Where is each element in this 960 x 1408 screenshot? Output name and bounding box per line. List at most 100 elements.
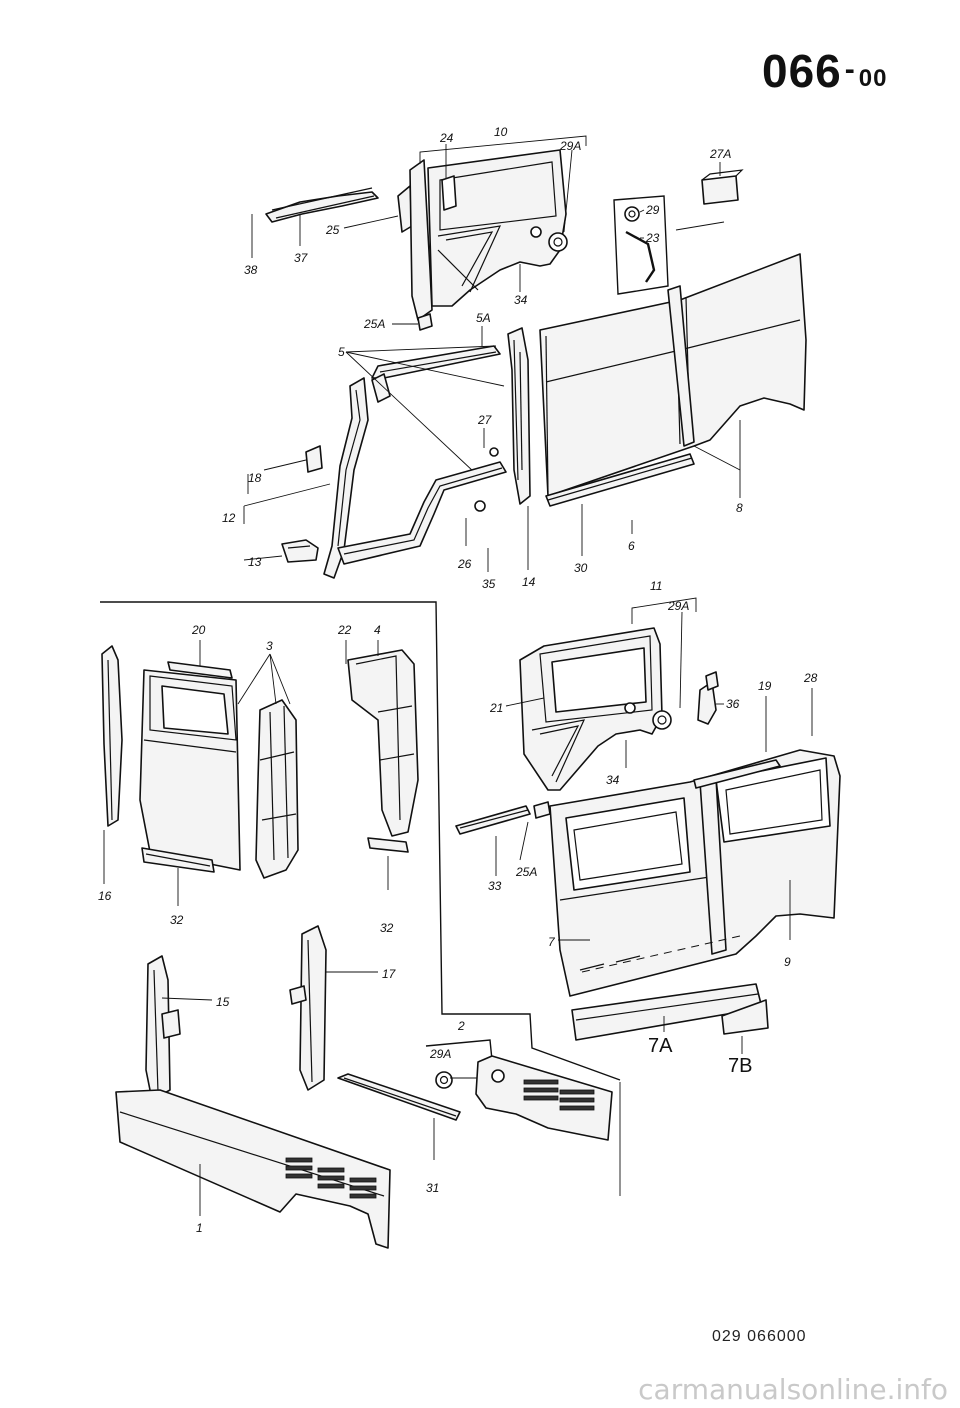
title-dash: - xyxy=(844,53,856,86)
part-frame-5 xyxy=(371,345,501,403)
callout-26: 26 xyxy=(457,557,472,571)
callout-32-left: 32 xyxy=(170,913,184,927)
callout-29: 29 xyxy=(645,203,660,217)
callout-17: 17 xyxy=(382,967,397,981)
part-nut-29A-mid xyxy=(652,710,672,730)
part-pillar-17 xyxy=(289,925,327,1091)
leader-29A-mid xyxy=(679,611,683,709)
callout-38: 38 xyxy=(244,263,258,277)
part-sill-26 xyxy=(337,461,507,565)
callout-27: 27 xyxy=(477,413,493,427)
callout-28: 28 xyxy=(803,671,818,685)
leader-29A-top xyxy=(563,149,573,233)
callout-25: 25 xyxy=(325,223,340,237)
callout-4: 4 xyxy=(374,623,381,637)
bracket-box-2 xyxy=(425,1039,493,1061)
callout-7: 7 xyxy=(548,935,556,949)
callout-7A: 7A xyxy=(648,1035,673,1057)
part-bracket-13 xyxy=(281,539,319,563)
part-side-panel-7 xyxy=(549,749,841,997)
callout-33: 33 xyxy=(488,879,502,893)
part-nut-29A-bottom xyxy=(435,1071,453,1089)
callout-1: 1 xyxy=(196,1221,203,1235)
part-door-20 xyxy=(139,661,241,871)
part-roof-rail-38 xyxy=(265,187,379,223)
leader-12 xyxy=(243,483,331,507)
callout-19: 19 xyxy=(758,679,772,693)
part-sill-7B xyxy=(721,999,769,1035)
callout-25A-top: 25A xyxy=(363,317,385,331)
part-nut-29 xyxy=(624,206,640,222)
callout-29A-top: 29A xyxy=(559,139,581,153)
reference-code: 029 066000 xyxy=(712,1328,807,1345)
callout-6: 6 xyxy=(628,539,635,553)
part-clip-25A-mid xyxy=(533,801,551,819)
callout-11: 11 xyxy=(650,579,662,593)
callout-16: 16 xyxy=(98,889,112,903)
part-panel-22 xyxy=(347,649,419,837)
part-vent-27A xyxy=(701,169,744,205)
leader-5c xyxy=(345,351,505,387)
part-rod-23 xyxy=(625,230,656,283)
part-pillar-12 xyxy=(323,377,369,579)
callout-15: 15 xyxy=(216,995,230,1009)
callout-25A-mid: 25A xyxy=(515,865,537,879)
callout-8: 8 xyxy=(736,501,743,515)
callout-37: 37 xyxy=(294,251,309,265)
callout-14: 14 xyxy=(522,575,536,589)
callout-29A-mid: 29A xyxy=(667,599,689,613)
callout-9: 9 xyxy=(784,955,791,969)
callout-21: 21 xyxy=(489,701,503,715)
leader-27A-panel xyxy=(675,221,725,231)
part-clip-25A-top xyxy=(417,313,433,331)
callout-32-right: 32 xyxy=(380,921,394,935)
leader-21 xyxy=(505,697,545,707)
leader-8b xyxy=(693,445,741,471)
part-sill-30 xyxy=(545,453,695,507)
part-pillar-15 xyxy=(145,955,181,1101)
part-strip-32-right xyxy=(367,837,409,853)
callout-35: 35 xyxy=(482,577,496,591)
callout-36: 36 xyxy=(726,697,740,711)
leader-13 xyxy=(243,555,283,561)
part-side-panel-8 xyxy=(539,253,807,497)
callout-30: 30 xyxy=(574,561,588,575)
leader-29 xyxy=(639,209,645,213)
part-lower-panel-1 xyxy=(115,1089,391,1249)
leader-25 xyxy=(343,215,399,229)
bracket-10 xyxy=(419,135,587,164)
leader-25A-mid xyxy=(519,821,529,861)
part-strip-16 xyxy=(101,645,123,827)
watermark: carmanualsonline.info xyxy=(638,1373,948,1406)
part-pillar-14 xyxy=(507,327,531,505)
part-rail-19 xyxy=(693,759,781,789)
callout-18: 18 xyxy=(248,471,262,485)
callout-2: 2 xyxy=(457,1019,465,1033)
sub-code: 00 xyxy=(858,65,888,92)
part-strip-32-left xyxy=(141,847,215,873)
callout-31: 31 xyxy=(426,1181,439,1195)
leader-5 xyxy=(345,345,497,353)
part-side-panel-11 xyxy=(519,627,663,791)
part-sill-31 xyxy=(337,1073,461,1121)
callout-5A: 5A xyxy=(476,311,491,325)
callout-22: 22 xyxy=(337,623,352,637)
part-clip-35 xyxy=(474,500,486,512)
part-bracket-36 xyxy=(697,671,719,725)
page-title: 066-00 xyxy=(762,44,887,98)
callout-24: 24 xyxy=(439,131,454,145)
group-code: 066 xyxy=(762,45,842,97)
bracket-box-29-23 xyxy=(613,195,669,295)
part-bracket-18 xyxy=(305,445,323,473)
leader-18 xyxy=(263,459,307,471)
callout-29A-bot: 29A xyxy=(429,1047,451,1061)
callout-10: 10 xyxy=(494,125,508,139)
part-panel-2 xyxy=(475,1055,613,1141)
bracket-11 xyxy=(631,597,697,624)
leader-15 xyxy=(161,997,213,1001)
callout-34-mid: 34 xyxy=(606,773,620,787)
section-divider xyxy=(100,601,621,1081)
callout-27A: 27A xyxy=(709,147,731,161)
part-nut-29A-top xyxy=(548,232,568,252)
